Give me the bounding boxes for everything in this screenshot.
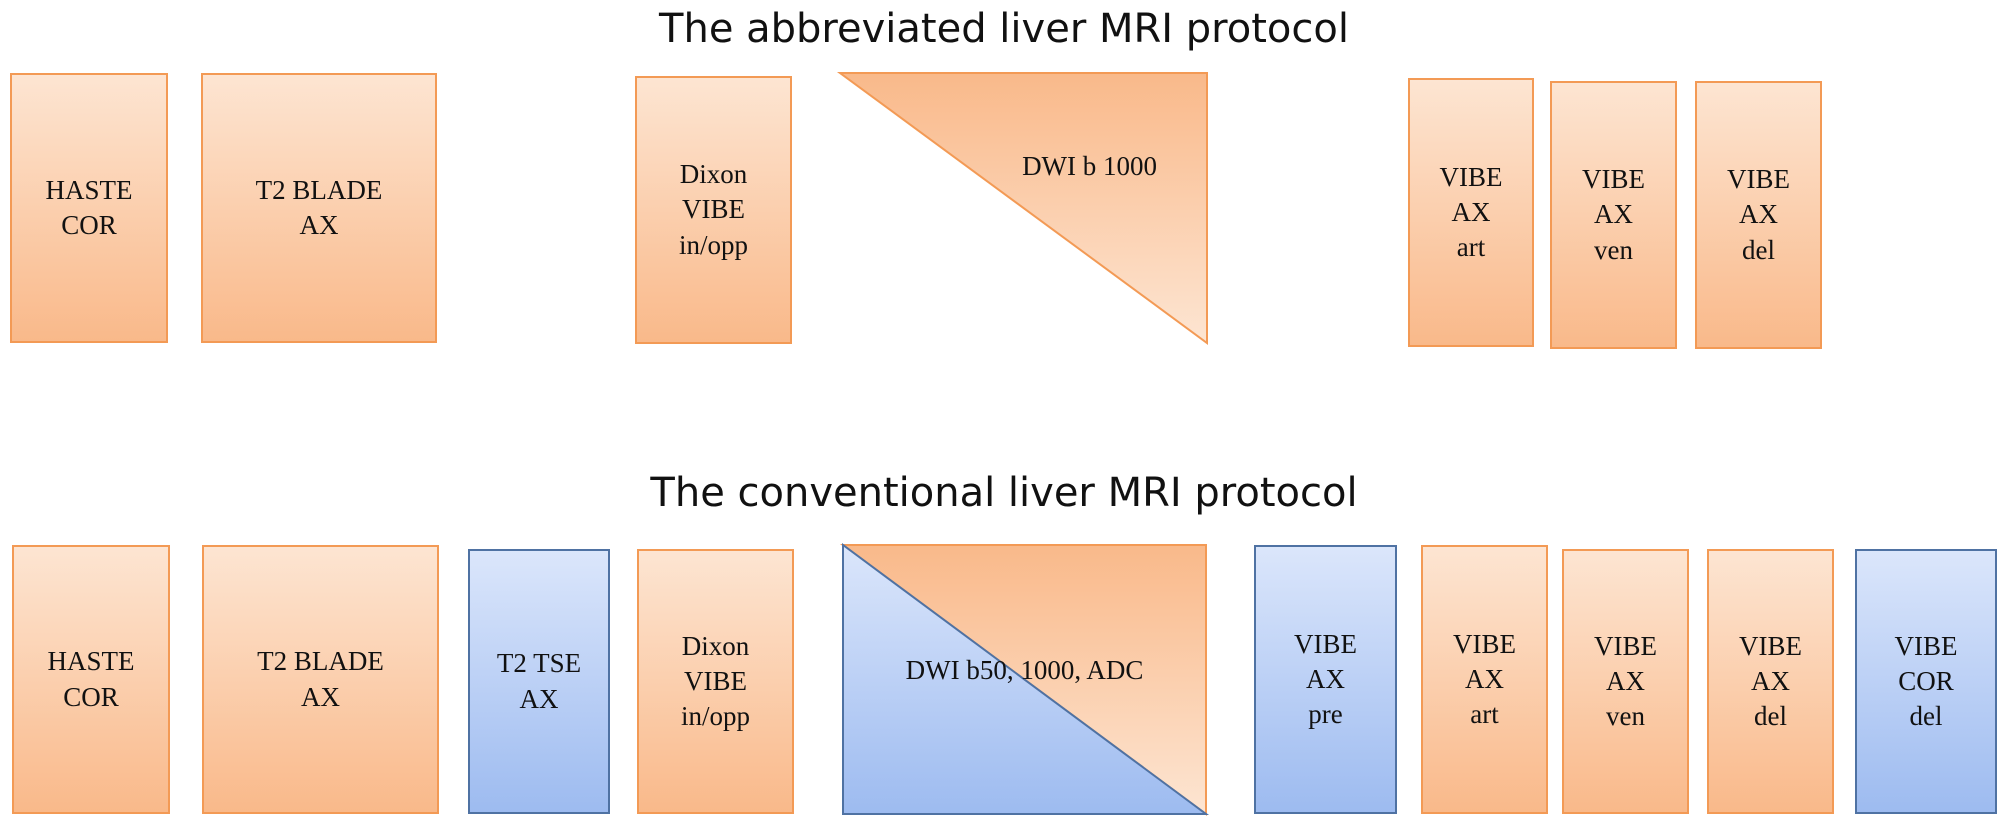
sequence-label-line: AX — [1606, 665, 1645, 696]
sequence-label-line: ven — [1594, 234, 1633, 265]
sequence-label-line: del — [1742, 234, 1775, 265]
conventional-sequence-box: T2 TSE AX — [468, 549, 610, 814]
sequence-label-line: COR — [1898, 665, 1954, 696]
sequence-label-line: VIBE — [1739, 630, 1802, 661]
sequence-label-line: AX — [301, 681, 340, 712]
conventional-sequence-box: HASTE COR — [12, 545, 170, 814]
sequence-label-line: del — [1909, 701, 1943, 732]
abbreviated-dwi-shape — [836, 72, 1208, 345]
conventional-protocol-title: The conventional liver MRI protocol — [650, 470, 1358, 516]
conventional-dwi-shape — [839, 543, 1210, 816]
sequence-label-line: VIBE — [1894, 630, 1958, 661]
sequence-label-line: AX — [1739, 199, 1778, 230]
sequence-label-line: Dixon — [679, 159, 748, 190]
conventional-sequence-box: VIBE AX art — [1421, 545, 1548, 814]
sequence-label-line: VIBE — [1582, 164, 1645, 195]
conventional-sequence-box: VIBE COR del — [1855, 549, 1997, 814]
abbreviated-dwi-label: DWI b 1000 — [1022, 151, 1158, 181]
sequence-label-line: VIBE — [684, 665, 747, 696]
sequence-label-line: HASTE — [47, 646, 135, 677]
sequence-label-line: COR — [61, 210, 117, 240]
abbreviated-sequence-box: VIBE AX del — [1695, 81, 1822, 349]
sequence-label-line: VIBE — [682, 194, 745, 225]
sequence-label-line: VIBE — [1594, 630, 1657, 661]
conventional-sequence-box: VIBE AX pre — [1254, 545, 1397, 814]
sequence-label-line: art — [1470, 699, 1499, 730]
sequence-label-line: AX — [1751, 665, 1790, 696]
sequence-label-line: AX — [1465, 663, 1504, 694]
abbreviated-sequence-box: HASTE COR — [10, 73, 168, 343]
conventional-sequence-box: VIBE AX ven — [1562, 549, 1689, 814]
sequence-label-line: T2 BLADE — [257, 646, 384, 677]
sequence-label-line: VIBE — [1453, 628, 1516, 659]
sequence-label-line: ven — [1606, 701, 1645, 732]
sequence-label-line: Dixon — [681, 630, 750, 661]
sequence-label-line: in/opp — [678, 229, 748, 260]
sequence-label-line: T2 BLADE — [255, 174, 383, 205]
sequence-label-line: COR — [63, 681, 119, 712]
sequence-label-line: art — [1456, 232, 1486, 263]
sequence-label-line: AX — [519, 683, 559, 714]
sequence-label-line: AX — [1451, 196, 1491, 227]
sequence-label-line: del — [1754, 701, 1787, 732]
sequence-label-line: HASTE — [45, 174, 133, 205]
sequence-label-line: T2 TSE — [496, 648, 582, 679]
dwi-orange-triangle — [836, 72, 1208, 345]
abbreviated-sequence-box: VIBE AX ven — [1550, 81, 1677, 349]
conventional-sequence-box: VIBE AX del — [1707, 549, 1834, 814]
abbreviated-sequence-box: T2 BLADE AX — [201, 73, 437, 343]
conventional-dwi-label: DWI b50, 1000, ADC — [905, 655, 1144, 685]
sequence-label-line: VIBE — [1439, 161, 1503, 192]
abbreviated-sequence-box: VIBE AX art — [1408, 78, 1534, 347]
sequence-label-line: AX — [1594, 199, 1633, 230]
conventional-sequence-box: T2 BLADE AX — [202, 545, 439, 814]
sequence-label-line: pre — [1308, 699, 1343, 730]
sequence-label-line: AX — [1306, 663, 1345, 694]
sequence-label-line: in/opp — [680, 701, 750, 732]
abbreviated-protocol-title: The abbreviated liver MRI protocol — [659, 6, 1349, 52]
sequence-label-line: VIBE — [1294, 628, 1357, 659]
sequence-label-line: VIBE — [1727, 164, 1790, 195]
sequence-label-line: AX — [299, 210, 339, 240]
dwi-blue-triangle — [842, 543, 1210, 815]
